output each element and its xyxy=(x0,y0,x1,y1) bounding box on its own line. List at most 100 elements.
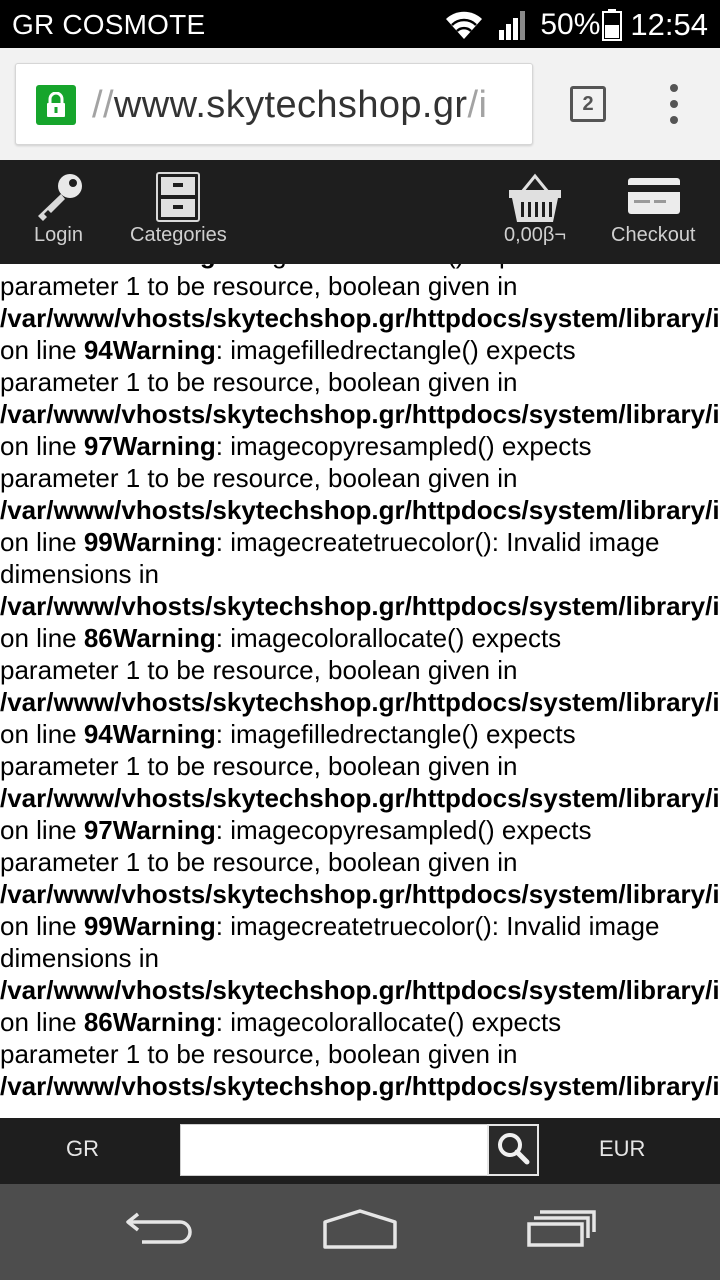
warning-text: : imagecolorallocate() expects xyxy=(215,1007,562,1037)
warning-emphasis: 94Warning xyxy=(83,335,216,365)
url-suffix: /i xyxy=(467,84,488,126)
warning-line: parameter 1 to be resource, boolean give… xyxy=(0,654,720,686)
recent-apps-icon[interactable] xyxy=(526,1208,598,1252)
warning-emphasis: 97Warning xyxy=(83,431,216,461)
checkout-label: Checkout xyxy=(611,224,696,246)
site-toolbar: Login Categories xyxy=(0,160,720,264)
warning-emphasis: /var/www/vhosts/skytechshop.gr/httpdocs/… xyxy=(0,303,720,333)
login-button[interactable]: Login xyxy=(20,160,100,264)
url-prefix: // xyxy=(92,84,114,126)
warning-line: /var/www/vhosts/skytechshop.gr/httpdocs/… xyxy=(0,974,720,1006)
wifi-icon xyxy=(444,10,484,40)
warning-text: parameter 1 to be resource, boolean give… xyxy=(0,847,518,877)
warning-emphasis: 99Warning xyxy=(83,527,216,557)
warning-text: : imagefilledrectangle() expects xyxy=(215,335,576,365)
overflow-menu-icon[interactable] xyxy=(662,84,686,124)
clock: 12:54 xyxy=(630,7,708,42)
warning-emphasis: /var/www/vhosts/skytechshop.gr/httpdocs/… xyxy=(0,591,720,621)
warning-line: parameter 1 to be resource, boolean give… xyxy=(0,846,720,878)
warning-log: on line 86Warning: imagecolorallocate() … xyxy=(0,264,720,1102)
warning-text: on line xyxy=(0,815,84,845)
home-icon[interactable] xyxy=(322,1208,398,1254)
warning-text: : imagefilledrectangle() expects xyxy=(215,719,576,749)
warning-emphasis: 86Warning xyxy=(83,1007,216,1037)
categories-label: Categories xyxy=(130,224,227,246)
warning-line: /var/www/vhosts/skytechshop.gr/httpdocs/… xyxy=(0,302,720,334)
warning-emphasis: /var/www/vhosts/skytechshop.gr/httpdocs/… xyxy=(0,399,720,429)
warning-line: parameter 1 to be resource, boolean give… xyxy=(0,462,720,494)
warning-emphasis: 94Warning xyxy=(83,719,216,749)
warning-line: on line 99Warning: imagecreatetruecolor(… xyxy=(0,526,720,558)
currency-selector[interactable]: EUR xyxy=(599,1136,646,1161)
warning-line: on line 94Warning: imagefilledrectangle(… xyxy=(0,334,720,366)
warning-emphasis: 86Warning xyxy=(83,623,216,653)
warning-text: : imagecolorallocate() expects xyxy=(216,264,561,269)
key-icon xyxy=(34,172,86,227)
url-text[interactable]: //www.skytechshop.gr/i xyxy=(92,64,518,144)
carrier-name: GR COSMOTE xyxy=(12,9,206,40)
warning-line: on line 86Warning: imagecolorallocate() … xyxy=(0,1006,720,1038)
warning-line: /var/www/vhosts/skytechshop.gr/httpdocs/… xyxy=(0,782,720,814)
warning-line: on line 97Warning: imagecopyresampled() … xyxy=(0,430,720,462)
search-input[interactable] xyxy=(180,1124,488,1176)
warning-text: on line xyxy=(0,623,84,653)
warning-line: parameter 1 to be resource, boolean give… xyxy=(0,1038,720,1070)
lock-icon[interactable] xyxy=(36,85,76,125)
status-bar: GR COSMOTE 50% xyxy=(0,0,720,48)
page-content: on line 86Warning: imagecolorallocate() … xyxy=(0,264,720,1118)
warning-text: parameter 1 to be resource, boolean give… xyxy=(0,1039,518,1069)
signal-icon xyxy=(498,10,528,40)
back-icon[interactable] xyxy=(124,1208,196,1252)
warning-text: on line xyxy=(0,335,84,365)
warning-line: /var/www/vhosts/skytechshop.gr/httpdocs/… xyxy=(0,878,720,910)
cabinet-icon xyxy=(156,172,200,227)
warning-emphasis: /var/www/vhosts/skytechshop.gr/httpdocs/… xyxy=(0,687,720,717)
cart-button[interactable]: 0,00β¬ xyxy=(496,160,576,264)
login-label: Login xyxy=(34,224,83,246)
warning-line: on line 94Warning: imagefilledrectangle(… xyxy=(0,718,720,750)
status-indicators: 50% 12:54 xyxy=(444,6,708,44)
warning-text: : imagecreatetruecolor(): Invalid image xyxy=(215,527,660,557)
tab-switcher-button[interactable]: 2 xyxy=(570,86,606,122)
warning-text: : imagecreatetruecolor(): Invalid image xyxy=(215,911,660,941)
warning-text: on line xyxy=(0,719,84,749)
cart-total: 0,00β¬ xyxy=(504,224,567,246)
warning-line: on line 99Warning: imagecreatetruecolor(… xyxy=(0,910,720,942)
warning-text: : imagecopyresampled() expects xyxy=(215,815,592,845)
warning-text: on line xyxy=(0,527,84,557)
credit-card-icon xyxy=(628,178,680,219)
warning-emphasis: 97Warning xyxy=(83,815,216,845)
warning-emphasis: 86Warning xyxy=(84,264,216,269)
warning-text: : imagecopyresampled() expects xyxy=(215,431,592,461)
address-bar[interactable]: //www.skytechshop.gr/i xyxy=(15,63,533,145)
warning-text: parameter 1 to be resource, boolean give… xyxy=(0,751,518,781)
warning-text: parameter 1 to be resource, boolean give… xyxy=(0,367,518,397)
search-button[interactable] xyxy=(487,1124,539,1176)
warning-text: : imagecolorallocate() expects xyxy=(215,623,562,653)
warning-line: parameter 1 to be resource, boolean give… xyxy=(0,366,720,398)
language-selector[interactable]: GR xyxy=(66,1136,99,1161)
warning-line: parameter 1 to be resource, boolean give… xyxy=(0,270,720,302)
warning-line: on line 86Warning: imagecolorallocate() … xyxy=(0,622,720,654)
warning-text: parameter 1 to be resource, boolean give… xyxy=(0,463,518,493)
warning-text: dimensions in xyxy=(0,559,159,589)
system-nav-bar xyxy=(0,1184,720,1280)
warning-line: /var/www/vhosts/skytechshop.gr/httpdocs/… xyxy=(0,686,720,718)
warning-line: dimensions in xyxy=(0,942,720,974)
warning-line: /var/www/vhosts/skytechshop.gr/httpdocs/… xyxy=(0,494,720,526)
warning-text: dimensions in xyxy=(0,943,159,973)
battery-percent: 50% xyxy=(540,8,601,41)
basket-icon xyxy=(508,172,562,229)
warning-text: on line xyxy=(0,1007,84,1037)
warning-emphasis: 99Warning xyxy=(83,911,216,941)
warning-emphasis: /var/www/vhosts/skytechshop.gr/httpdocs/… xyxy=(0,783,720,813)
warning-line: /var/www/vhosts/skytechshop.gr/httpdocs/… xyxy=(0,1070,720,1102)
checkout-button[interactable]: Checkout xyxy=(604,160,704,264)
warning-line: /var/www/vhosts/skytechshop.gr/httpdocs/… xyxy=(0,590,720,622)
categories-button[interactable]: Categories xyxy=(126,160,236,264)
warning-text: on line xyxy=(0,264,84,269)
warning-emphasis: /var/www/vhosts/skytechshop.gr/httpdocs/… xyxy=(0,1071,720,1101)
warning-text: parameter 1 to be resource, boolean give… xyxy=(0,655,518,685)
warning-line: dimensions in xyxy=(0,558,720,590)
